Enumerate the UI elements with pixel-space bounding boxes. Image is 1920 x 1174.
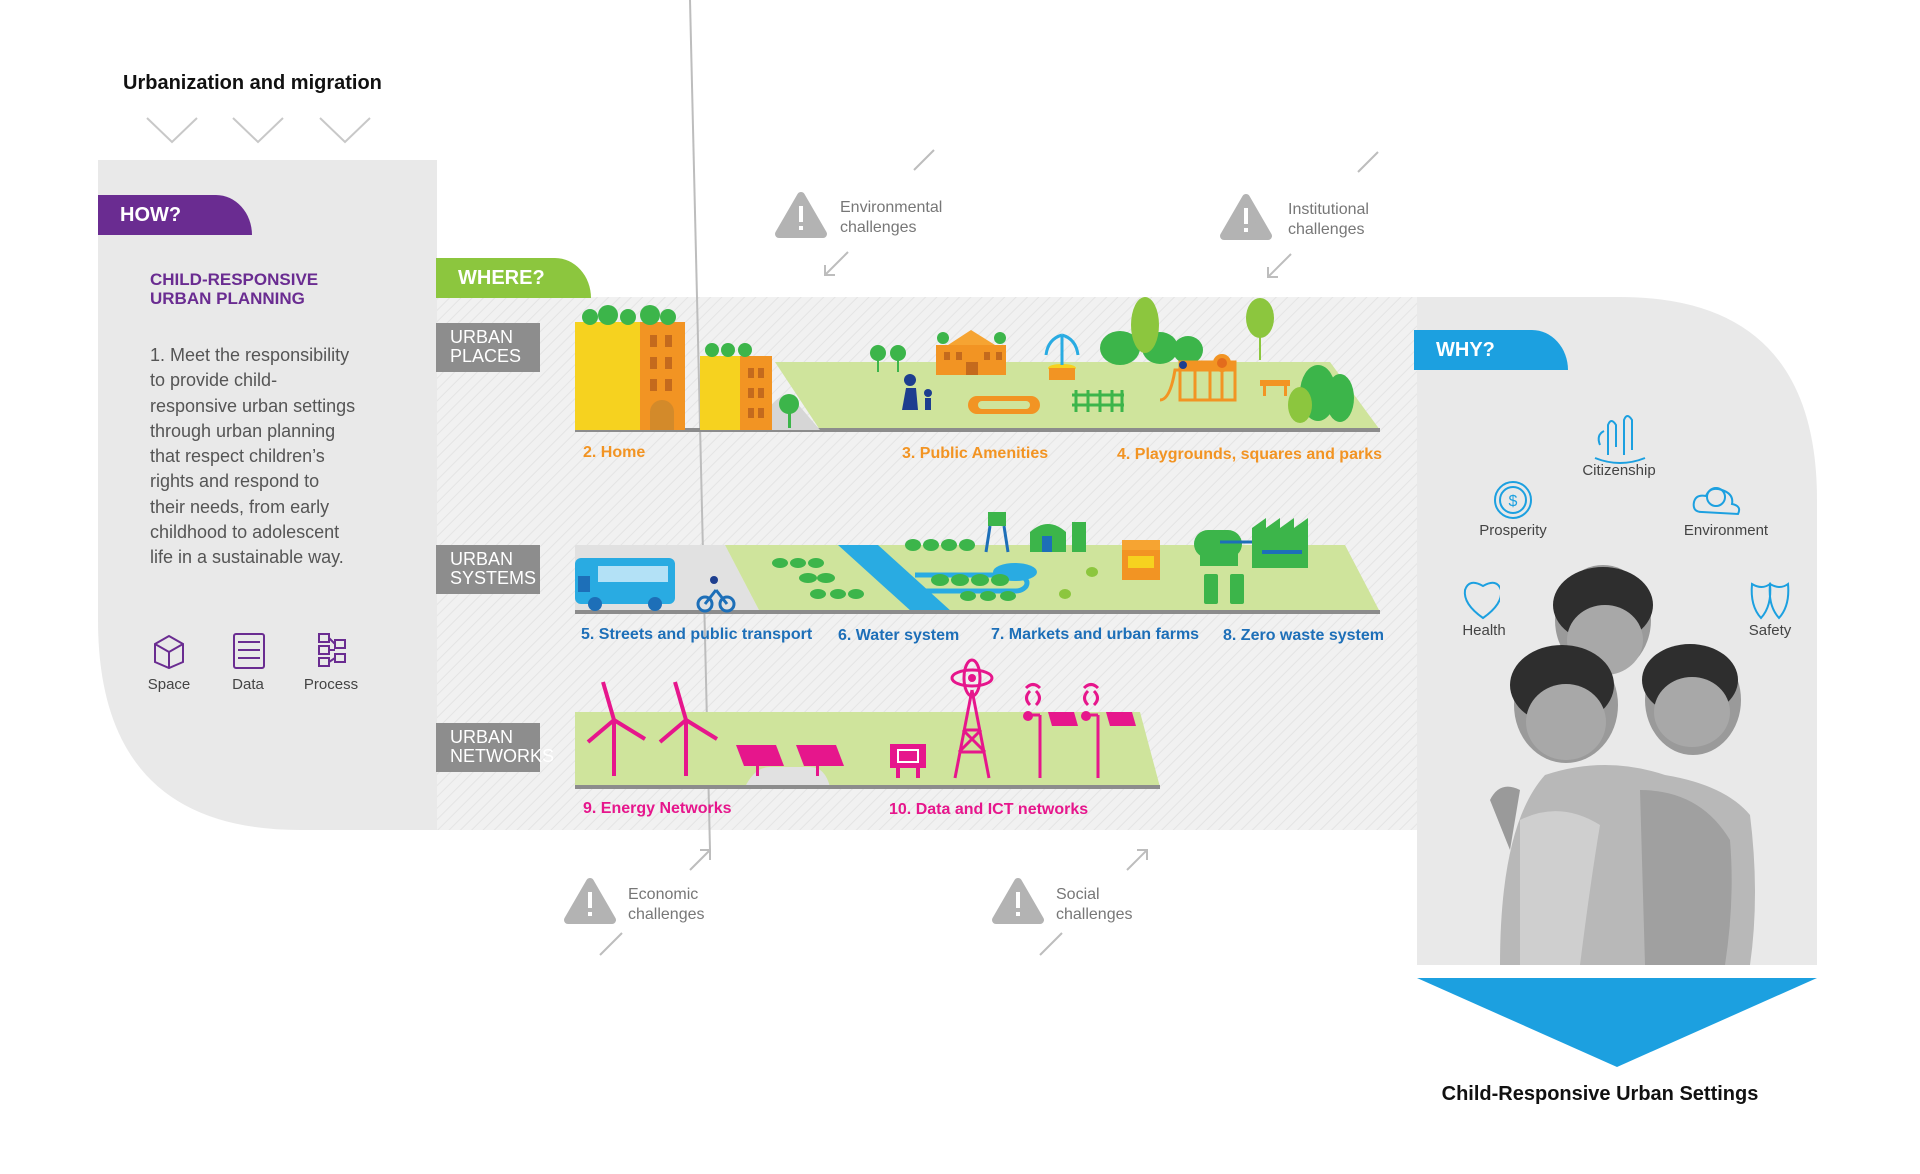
where-tab: WHERE? — [436, 258, 591, 298]
environmental-challenges: Environmental challenges — [840, 199, 943, 236]
market-stall-icon — [1122, 540, 1160, 580]
down-arrow-icon — [1417, 978, 1817, 1067]
fence-icon — [1072, 390, 1124, 412]
label-safety: Safety — [1748, 622, 1792, 639]
wind-turbine-icon — [586, 681, 719, 776]
svg-text:$: $ — [1509, 493, 1518, 510]
result-title: Child-Responsive Urban Settings — [1441, 1083, 1759, 1105]
institutional-challenges: Institutional challenges — [1288, 201, 1369, 238]
bench-icon — [1260, 380, 1290, 386]
label-citizenship: Citizenship — [1582, 462, 1656, 479]
biogas-tank-icon — [1194, 530, 1252, 566]
item-energy: 9. Energy Networks — [583, 800, 732, 817]
recycling-bin-icon — [1204, 574, 1244, 604]
why-tab: WHY? — [1414, 330, 1568, 370]
chevron-down-icon — [146, 117, 371, 144]
dollar-coin-icon — [1494, 481, 1532, 519]
cloud-sun-icon — [1692, 487, 1741, 516]
raised-hands-icon — [1594, 415, 1646, 464]
building-icon — [700, 356, 740, 430]
how-description: 1. Meet the responsibility to provide ch… — [150, 345, 356, 568]
shield-icon — [1750, 582, 1790, 620]
cube-icon — [154, 634, 184, 670]
economic-challenges: Economic challenges — [628, 886, 705, 923]
data-sheet-icon — [233, 633, 265, 669]
item-zero-waste: 8. Zero waste system — [1223, 627, 1384, 644]
bus-icon — [575, 558, 675, 611]
building-icon — [575, 322, 640, 430]
urban-systems-illustration — [575, 512, 1380, 614]
tool-data: Data — [203, 630, 293, 693]
category-urban-networks: URBAN NETWORKS — [436, 723, 554, 772]
data-display-icon — [890, 744, 926, 778]
fountain-icon — [1044, 333, 1080, 380]
urban-places-illustration — [575, 297, 1380, 432]
item-ict: 10. Data and ICT networks — [889, 801, 1089, 818]
item-streets: 5. Streets and public transport — [581, 626, 813, 643]
flowchart-icon — [318, 633, 346, 667]
item-public-amenities: 3. Public Amenities — [902, 445, 1049, 462]
item-markets: 7. Markets and urban farms — [991, 626, 1200, 643]
item-home: 2. Home — [583, 444, 646, 461]
label-prosperity: Prosperity — [1479, 522, 1547, 539]
category-urban-places: URBAN PLACES — [436, 323, 540, 372]
tool-space: Space — [124, 630, 214, 693]
urban-networks-illustration — [575, 658, 1160, 789]
barn-icon — [1030, 522, 1086, 552]
tool-process: Process — [286, 630, 376, 693]
label-health: Health — [1462, 622, 1506, 639]
how-heading: CHILD-RESPONSIVE URBAN PLANNING — [150, 270, 319, 308]
social-challenges: Social challenges — [1056, 886, 1133, 923]
children-photo — [1490, 560, 1755, 965]
water-tower-icon — [984, 512, 1010, 553]
item-playgrounds: 4. Playgrounds, squares and parks — [1117, 446, 1382, 463]
label-environment: Environment — [1683, 522, 1769, 539]
telecom-tower-icon — [950, 658, 994, 779]
solar-panel-icon — [736, 745, 844, 776]
how-tab: HOW? — [98, 195, 252, 235]
factory-icon — [1252, 518, 1308, 568]
diagram-title: Urbanization and migration — [123, 72, 382, 94]
item-water: 6. Water system — [838, 627, 960, 644]
category-urban-systems: URBAN SYSTEMS — [436, 545, 540, 594]
bicycle-icon — [696, 589, 736, 613]
